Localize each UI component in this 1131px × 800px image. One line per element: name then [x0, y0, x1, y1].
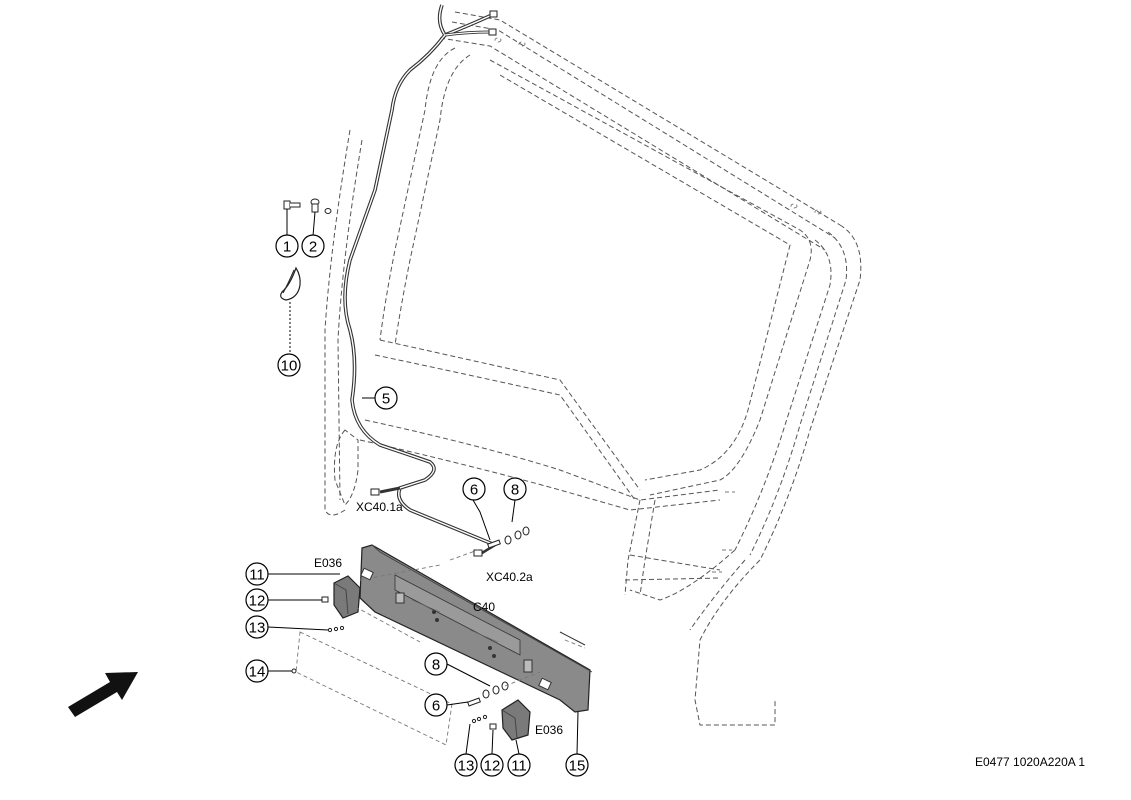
fastener-set-lower: [291, 596, 541, 730]
callout-13-left-text: 13: [249, 620, 266, 637]
hardware-screw-1: [283, 200, 301, 236]
connector-label-xc40-1a: XC40.1a: [356, 500, 403, 514]
callout-12-lower-text: 12: [484, 758, 501, 775]
callout-2-text: 2: [309, 239, 317, 256]
callout-12-left: 12: [245, 588, 269, 612]
callout-6-upper: 6: [462, 477, 486, 501]
callout-6-upper-text: 6: [470, 482, 478, 499]
callout-15-text: 15: [569, 758, 586, 775]
callout-6-lower: 6: [424, 693, 448, 717]
lamp-label-e036-left: E036: [314, 556, 342, 570]
callout-leaders: [267, 397, 579, 755]
callout-5: 5: [374, 386, 398, 410]
callout-2: 2: [301, 234, 325, 258]
callout-10-text: 10: [281, 358, 298, 375]
mounting-bracket-c40: [359, 544, 593, 713]
cable-tie-10: [280, 266, 301, 354]
callout-8-lower-text: 8: [432, 657, 440, 674]
callout-11-lower-text: 11: [511, 758, 527, 775]
callout-8-lower: 8: [424, 652, 448, 676]
wiring-harness: [343, 4, 498, 557]
drawing-reference: E0477 1020A220A 1: [975, 755, 1085, 769]
callout-11-left-text: 11: [249, 567, 265, 584]
lamp-label-e036-right: E036: [535, 723, 563, 737]
hardware-nut-2: [310, 198, 332, 237]
callout-12-lower: 12: [480, 753, 504, 777]
callout-5-text: 5: [382, 391, 390, 408]
callout-13-lower-text: 13: [458, 758, 475, 775]
vehicle-body-outline: [324, 11, 862, 726]
license-plate-outline: [295, 549, 479, 746]
callout-6-lower-text: 6: [432, 698, 440, 715]
lamp-left-e036: [333, 567, 421, 643]
bracket-label-c40: C40: [473, 600, 495, 614]
callout-14-text: 14: [249, 664, 266, 681]
callout-1: 1: [275, 234, 299, 258]
callout-12-left-text: 12: [249, 593, 266, 610]
callout-15: 15: [565, 753, 589, 777]
callout-8-upper: 8: [503, 477, 527, 501]
connector-label-xc40-2a: XC40.2a: [486, 570, 533, 584]
callout-13-left: 13: [245, 615, 269, 639]
fastener-set-upper: [487, 526, 530, 549]
callout-11-lower: 11: [507, 753, 531, 777]
arrow-icon: [68, 672, 138, 717]
callout-10: 10: [277, 353, 301, 377]
callout-14: 14: [245, 659, 269, 683]
callout-11-left: 11: [245, 562, 269, 586]
lamp-right-e036: [501, 677, 552, 741]
callout-8-upper-text: 8: [511, 482, 519, 499]
callout-13-lower: 13: [454, 753, 478, 777]
callout-1-text: 1: [283, 239, 291, 256]
